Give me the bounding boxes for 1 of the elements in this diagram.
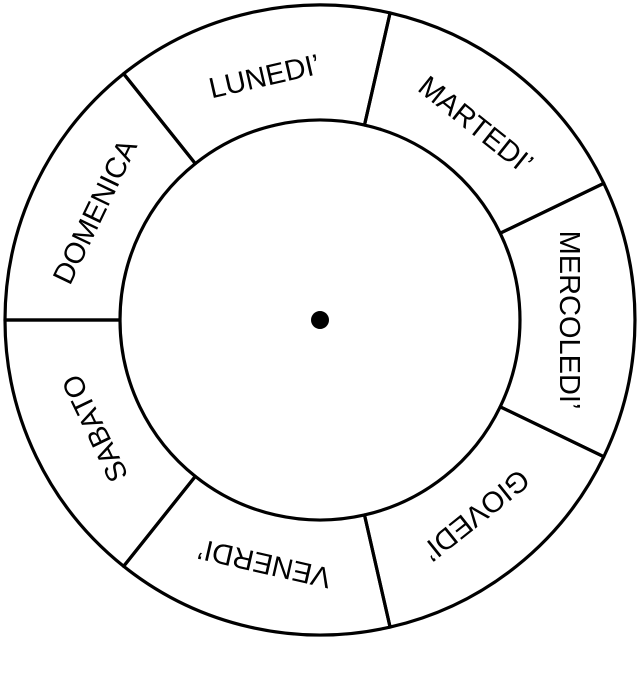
ring-segment: MERCOLEDI’	[498, 182, 637, 458]
